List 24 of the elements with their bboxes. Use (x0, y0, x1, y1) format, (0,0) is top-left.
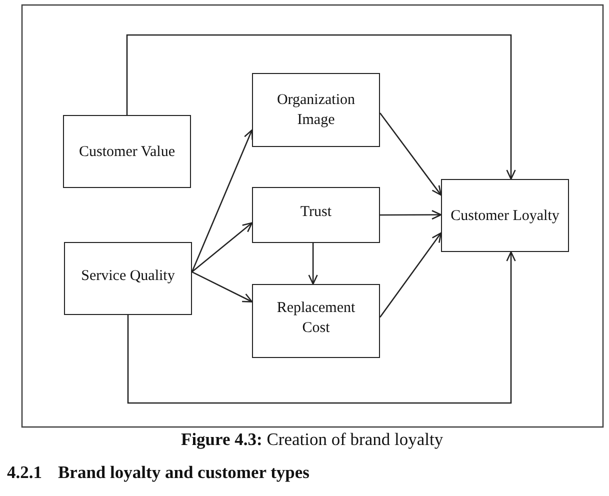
process-box (252, 73, 380, 147)
arrow (191, 129, 254, 272)
arrow (308, 243, 318, 285)
figure-caption: Figure 4.3: Creation of brand loyalty (181, 429, 444, 450)
arrow (192, 222, 253, 272)
box-label: Trust (300, 203, 332, 222)
process-box (63, 115, 191, 188)
arrow (126, 34, 516, 180)
arrow (127, 251, 516, 404)
box-label: Service Quality (81, 266, 175, 286)
section-heading: 4.2.1 (7, 462, 42, 483)
section-heading: Brand loyalty and customer types (58, 462, 310, 483)
arrow (192, 271, 253, 302)
arrow (379, 112, 442, 196)
arrow (380, 210, 442, 220)
arrow (379, 232, 442, 318)
box-label: Customer Loyalty (450, 206, 560, 226)
process-box (252, 187, 380, 243)
box-label: Replacement Cost (276, 299, 356, 338)
box-label: Organization Image (276, 91, 356, 130)
box-label: Customer Value (79, 142, 175, 162)
process-box (64, 242, 192, 315)
process-box (441, 179, 569, 252)
process-box (252, 284, 380, 358)
